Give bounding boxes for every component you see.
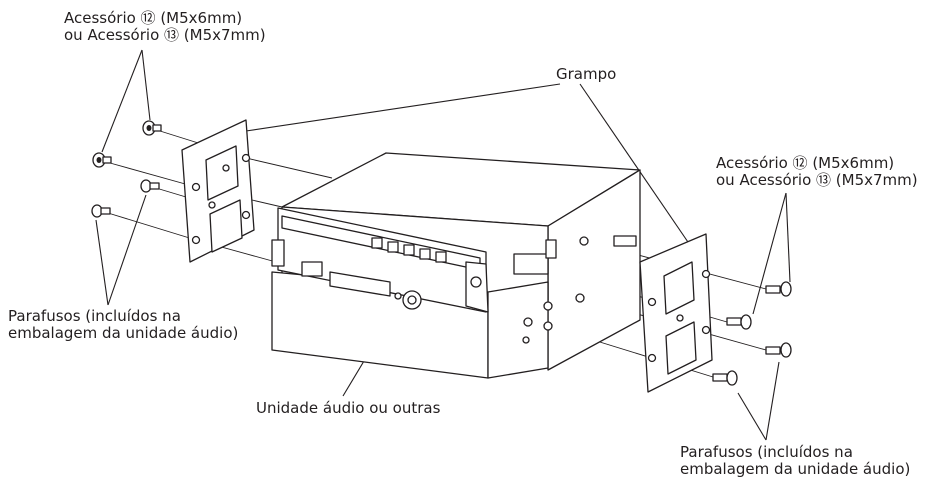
leader-accessory-left-a (101, 49, 143, 153)
leader-accessory-left-b (141, 49, 151, 121)
side-hole (543, 301, 553, 311)
leader-bracket-right (579, 83, 691, 246)
label-screws-left-line1: Parafusos (incluídos na (8, 307, 181, 325)
leader-screws-right-b (765, 361, 780, 441)
leader-accessory-right-b (785, 192, 791, 283)
faceplate-button-round (394, 292, 402, 300)
faceplate-button (403, 244, 415, 256)
accessory-screw-left-1 (142, 120, 162, 136)
screws-right (712, 281, 792, 386)
right-bracket (639, 233, 713, 393)
label-bracket: Grampo (556, 66, 616, 83)
left-bracket-hole (191, 182, 201, 192)
right-bracket-cutout (663, 261, 695, 315)
side-hole (523, 317, 533, 327)
side-hole (543, 321, 553, 331)
faceplate-button (435, 251, 447, 263)
label-screws-right-line1: Parafusos (incluídos na (680, 443, 853, 461)
side-tab (545, 239, 557, 259)
faceplate (271, 207, 489, 313)
faceplate-left-end (271, 239, 285, 267)
leader-bracket-left (245, 83, 561, 132)
faceplate-knob-center (407, 295, 417, 305)
side-hole (522, 336, 530, 344)
leader-screws-left-b (107, 194, 147, 306)
left-bracket-cutout (209, 199, 243, 253)
accessory-screw-right-1 (765, 281, 792, 297)
axis-left-5 (245, 157, 333, 179)
faceplate-button (419, 248, 431, 260)
included-screw-right-2 (712, 370, 738, 386)
left-bracket-cutout (205, 145, 239, 201)
faceplate-button (371, 237, 383, 249)
right-bracket-hole (647, 353, 657, 363)
label-bracket-text: Grampo (556, 65, 617, 83)
left-bracket-hole (208, 201, 216, 209)
faceplate-display (329, 271, 391, 297)
accessory-screw-right-2 (726, 314, 752, 330)
right-bracket-cutout (665, 321, 697, 375)
label-accessory-left-line1: Acessório ⑫ (M5x6mm) (64, 9, 243, 27)
left-bracket-hole (241, 210, 251, 220)
label-accessory-left-line2: ou Acessório ⑬ (M5x7mm) (64, 26, 266, 44)
faceplate-button (387, 241, 399, 253)
side-hole (579, 236, 589, 246)
label-screws-right: Parafusos (incluídos na embalagem da uni… (680, 444, 910, 478)
leader-screws-right-a (737, 392, 767, 441)
axis-left-4 (107, 212, 197, 241)
leader-screws-left-a (95, 219, 109, 306)
left-bracket-hole (222, 164, 230, 172)
label-accessory-left: Acessório ⑫ (M5x6mm) ou Acessório ⑬ (M5x… (64, 10, 266, 44)
side-hole (575, 293, 585, 303)
screws-left (91, 120, 162, 218)
left-bracket-hole (191, 235, 201, 245)
label-audio-unit-text: Unidade áudio ou outras (256, 399, 441, 417)
leader-accessory-right-a (752, 192, 787, 315)
side-connector (513, 253, 549, 275)
included-screw-right-1 (765, 342, 792, 358)
right-bracket-hole (701, 269, 711, 279)
label-screws-left-line2: embalagem da unidade áudio) (8, 324, 239, 342)
label-accessory-right: Acessório ⑫ (M5x6mm) ou Acessório ⑬ (M5x… (716, 155, 918, 189)
included-screw-left-1 (140, 179, 160, 193)
leader-lines (95, 49, 791, 441)
side-rail (613, 235, 637, 247)
faceplate-endcap-dial (470, 276, 482, 288)
right-bracket-hole (676, 314, 684, 322)
right-bracket-hole (701, 325, 711, 335)
left-bracket (181, 119, 255, 263)
lower-box-side (487, 281, 549, 379)
accessory-screw-left-2 (92, 152, 112, 168)
label-audio-unit: Unidade áudio ou outras (256, 400, 440, 417)
label-accessory-right-line2: ou Acessório ⑬ (M5x7mm) (716, 171, 918, 189)
included-screw-left-2 (91, 204, 111, 218)
label-screws-left: Parafusos (incluídos na embalagem da uni… (8, 308, 238, 342)
right-bracket-hole (647, 297, 657, 307)
faceplate-small-panel (301, 261, 323, 277)
label-accessory-right-line1: Acessório ⑫ (M5x6mm) (716, 154, 895, 172)
left-bracket-hole (241, 153, 251, 163)
axis-left-2 (109, 162, 197, 188)
label-screws-right-line2: embalagem da unidade áudio) (680, 460, 911, 478)
